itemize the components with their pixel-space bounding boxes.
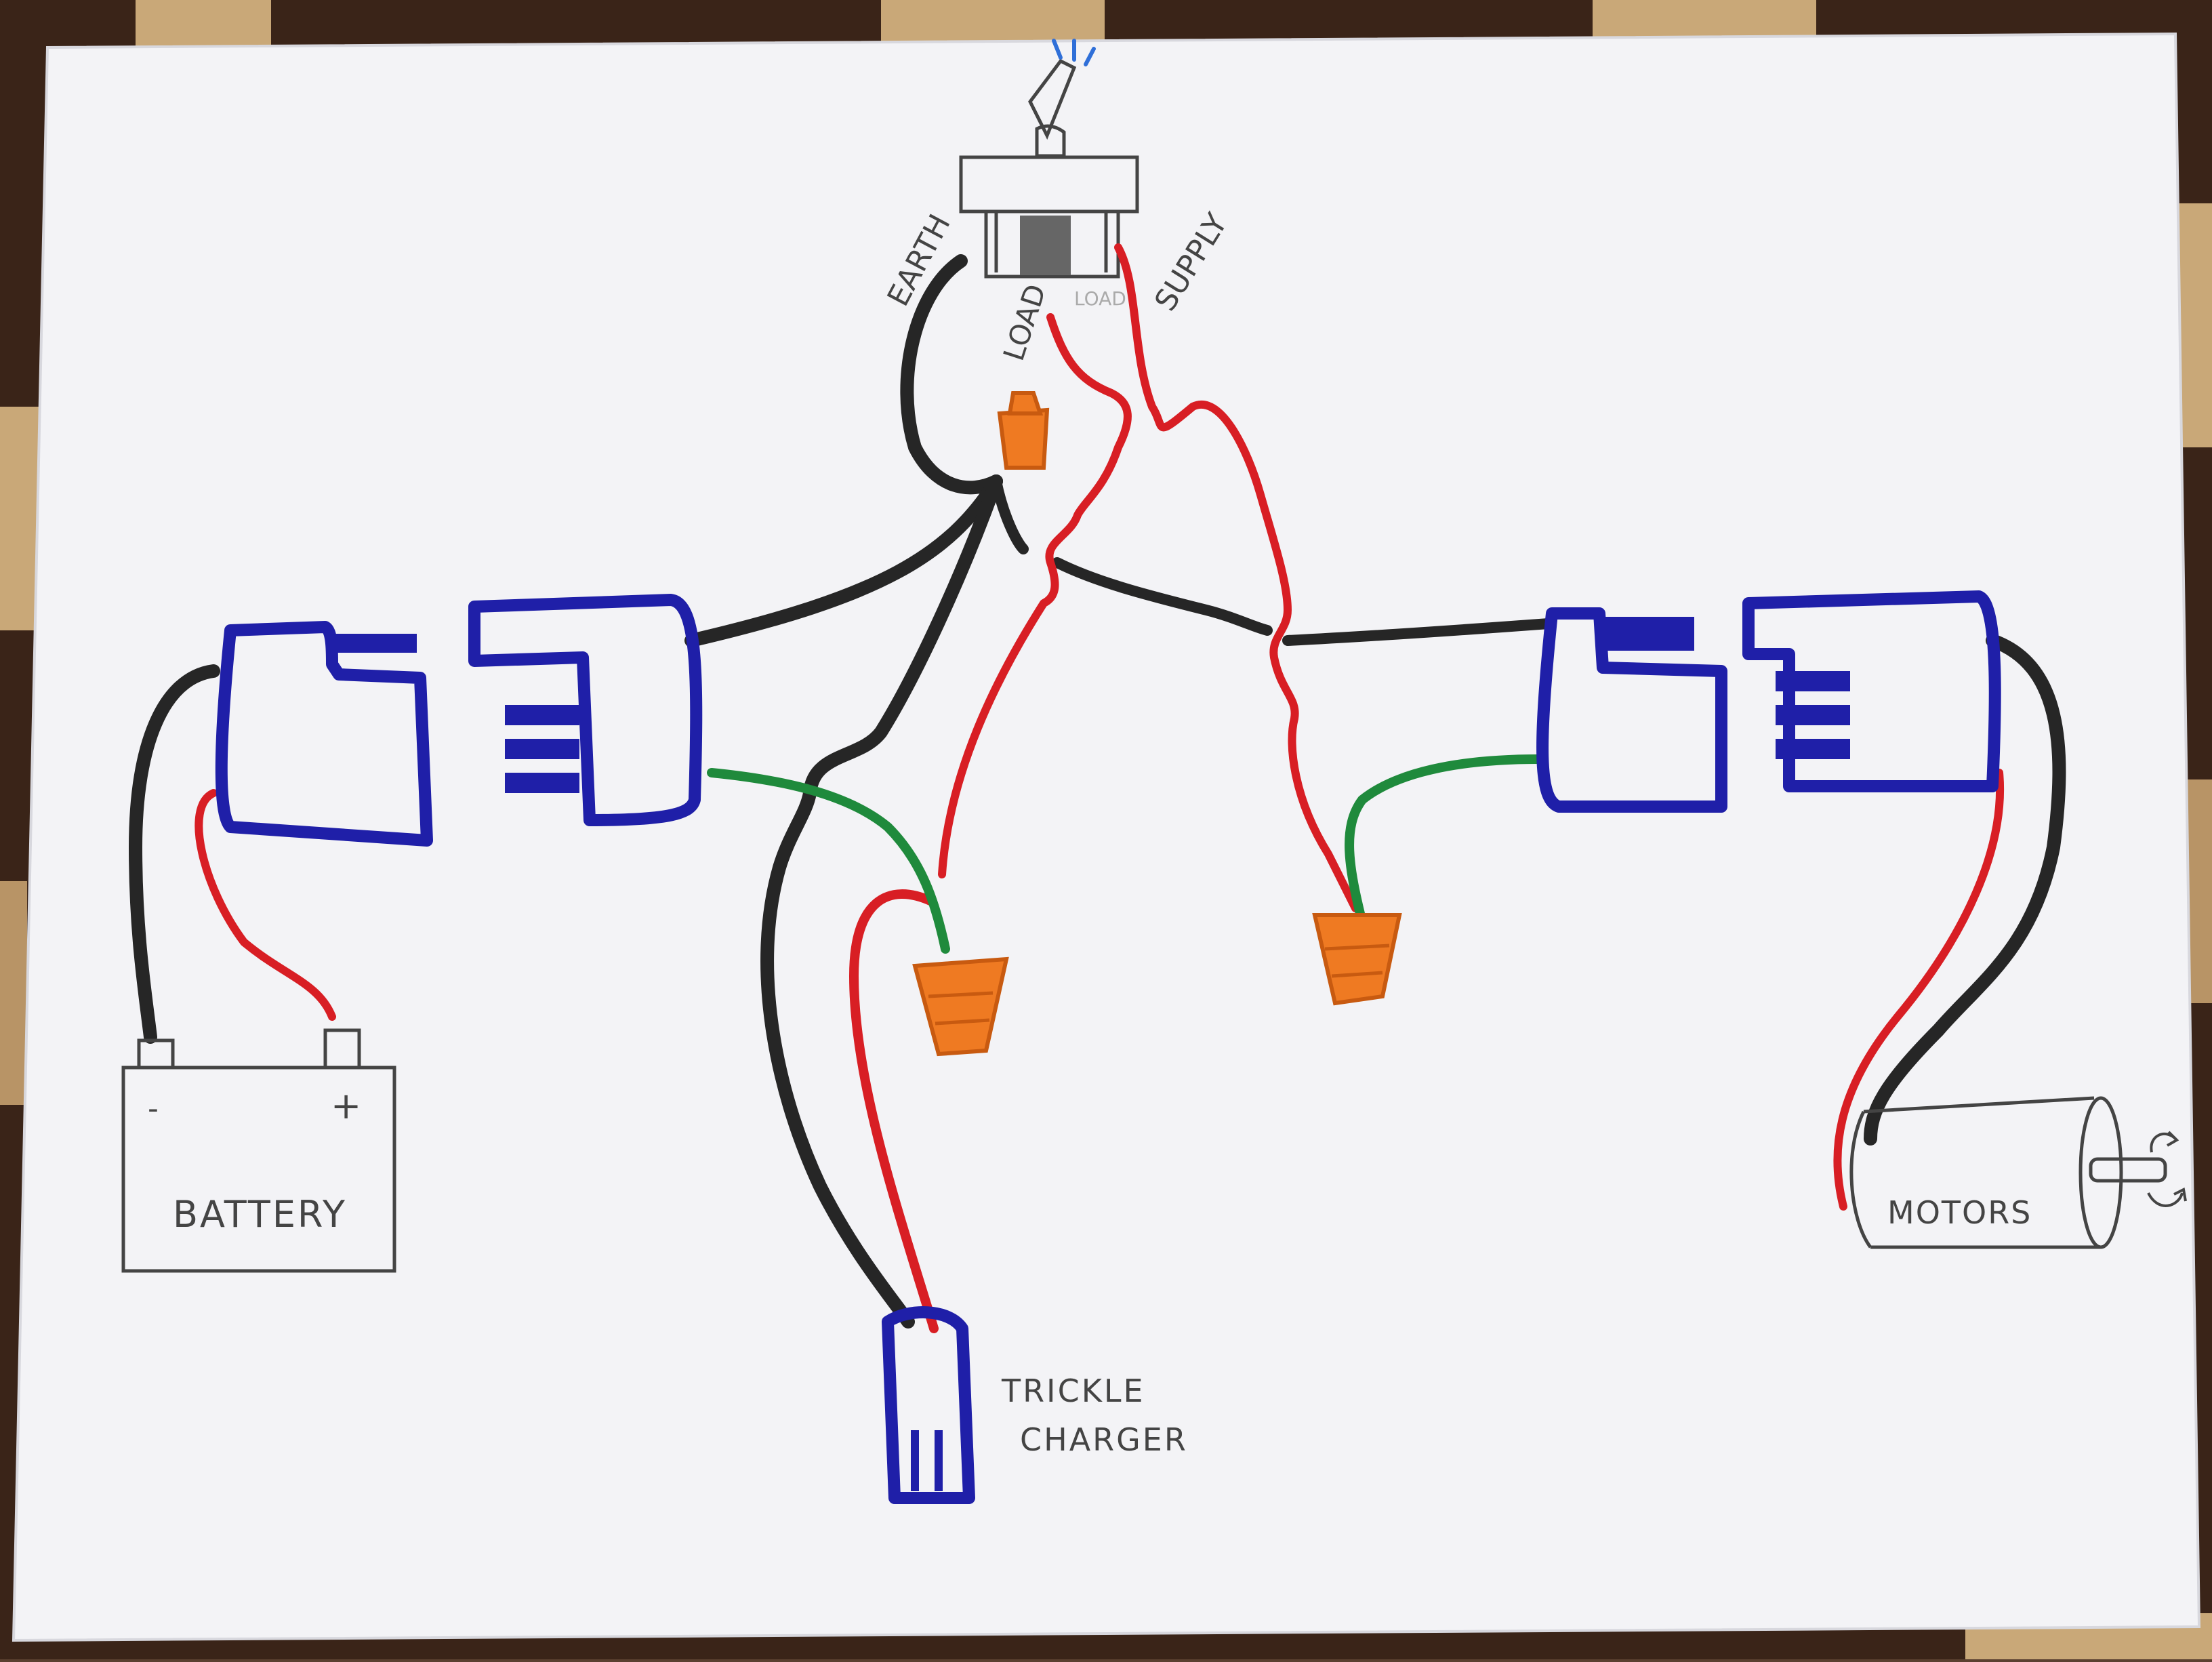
black-wire-battery	[129, 664, 220, 1044]
connector-pin	[1599, 617, 1694, 651]
green-wire-left	[707, 768, 950, 954]
charger-label-line1: TRICKLE	[1001, 1373, 1145, 1409]
plug-connector-icon	[1742, 590, 2001, 792]
rotation-arrows-icon	[2147, 1131, 2187, 1207]
wires	[129, 243, 2066, 1333]
motors-label: MOTORS	[1887, 1194, 2032, 1231]
connector-pin	[505, 739, 579, 759]
connector-pin	[332, 634, 417, 653]
switch-bushing	[1035, 124, 1066, 158]
connector-pin	[1776, 705, 1850, 725]
connector-pin	[505, 705, 579, 725]
battery-terminal-negative	[137, 1038, 175, 1070]
connector-pin	[505, 773, 579, 793]
connector-pin	[1776, 671, 1850, 691]
red-wire-trickle-charger	[849, 889, 939, 1333]
plug-connector-icon	[1536, 607, 1727, 813]
red-wire-supply	[1114, 243, 1359, 912]
earth-wire	[900, 254, 1003, 495]
black-wire-left-connector	[684, 474, 1003, 647]
plug-connector-icon	[882, 1306, 975, 1504]
battery-plus-label: +	[331, 1085, 361, 1127]
black-wire-right-connector	[1282, 618, 1554, 646]
switch-center-shading	[1020, 216, 1071, 275]
motor-top	[1863, 1096, 2095, 1114]
red-wire-motor	[1833, 769, 2004, 1211]
plug-connector-icon	[468, 594, 703, 826]
black-wire-trickle-charger	[760, 474, 1003, 1329]
motor-shaft	[2089, 1157, 2167, 1183]
connector-pin	[1776, 739, 1850, 759]
black-wire-motor	[1864, 634, 2066, 1146]
battery-terminal-positive	[323, 1028, 361, 1070]
green-wire-right	[1345, 754, 1543, 927]
switch-lever	[1028, 58, 1077, 140]
paper-sheet	[12, 32, 2201, 1642]
table-tile	[0, 881, 27, 1105]
red-wire-battery	[194, 789, 336, 1021]
motor-icon	[1849, 1096, 2167, 1249]
plug-connector-icon	[215, 621, 433, 847]
connectors	[215, 590, 2001, 1504]
load-faint-label: LOAD	[1074, 287, 1126, 310]
wire-nut-icon	[997, 391, 1050, 470]
switch-indicator	[1052, 39, 1063, 60]
battery-label: BATTERY	[173, 1193, 347, 1236]
wire-nut-icon	[912, 956, 1009, 1057]
motor-face	[2078, 1096, 2123, 1249]
battery-icon	[121, 1028, 396, 1273]
switch-indicator	[1084, 47, 1096, 66]
motor-back	[1849, 1110, 1872, 1249]
black-wire-stub	[991, 476, 1029, 554]
charger-label-line2: CHARGER	[1020, 1421, 1188, 1458]
battery-minus-label: -	[148, 1091, 159, 1126]
black-wire-middle	[1052, 557, 1273, 636]
wire-nut-icon	[1312, 913, 1402, 1006]
red-wire-load	[938, 313, 1132, 878]
table-tile	[0, 407, 41, 630]
